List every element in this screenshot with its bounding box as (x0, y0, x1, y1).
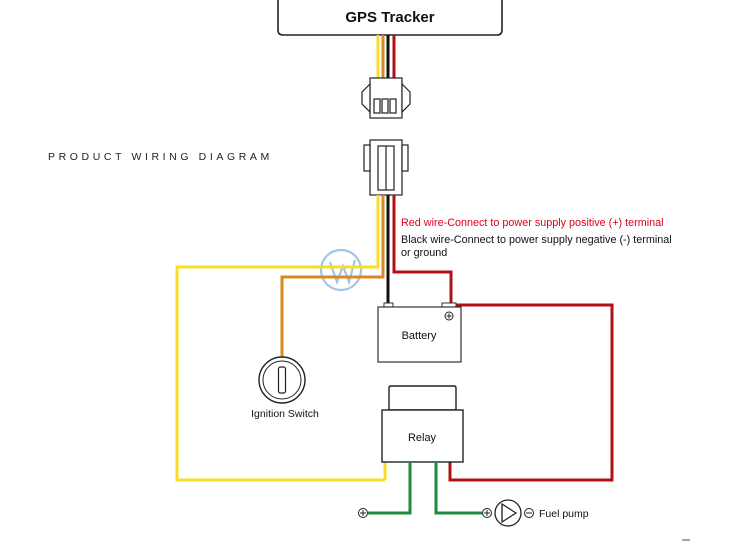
battery: Battery (377, 302, 462, 363)
male-connector (361, 77, 411, 119)
yellow-wire (175, 195, 385, 482)
orange-wire (280, 195, 385, 357)
battery-positive-icon (444, 311, 454, 321)
relay: Relay (381, 385, 464, 463)
red-wire-note: Red wire-Connect to power supply positiv… (401, 217, 664, 229)
gps-tracker-title: GPS Tracker (345, 9, 434, 26)
gps-tracker-box: GPS Tracker (277, 0, 503, 36)
ignition-switch: Ignition Switch (251, 356, 319, 420)
watermark-logo-icon (319, 248, 363, 292)
diagram-heading: PRODUCT WIRING DIAGRAM (48, 151, 273, 163)
green-wire-supply (368, 462, 412, 515)
ignition-switch-label: Ignition Switch (251, 408, 319, 420)
fuel-pump-icon (494, 499, 522, 527)
relay-label: Relay (408, 432, 437, 444)
tracker-cable (376, 35, 396, 80)
black-wire-note-line2: or ground (401, 247, 447, 259)
red-wire-relay-loop (448, 303, 614, 482)
pump-positive-icon (482, 508, 492, 518)
red-wire (392, 195, 453, 305)
supply-positive-icon (358, 508, 368, 518)
black-wire-note-line1: Black wire-Connect to power supply negat… (401, 234, 672, 246)
fuel-pump-label: Fuel pump (539, 508, 589, 520)
pump-negative-icon (524, 508, 534, 518)
green-wire-pump (434, 462, 482, 515)
battery-label: Battery (402, 330, 437, 342)
female-connector (363, 139, 409, 196)
